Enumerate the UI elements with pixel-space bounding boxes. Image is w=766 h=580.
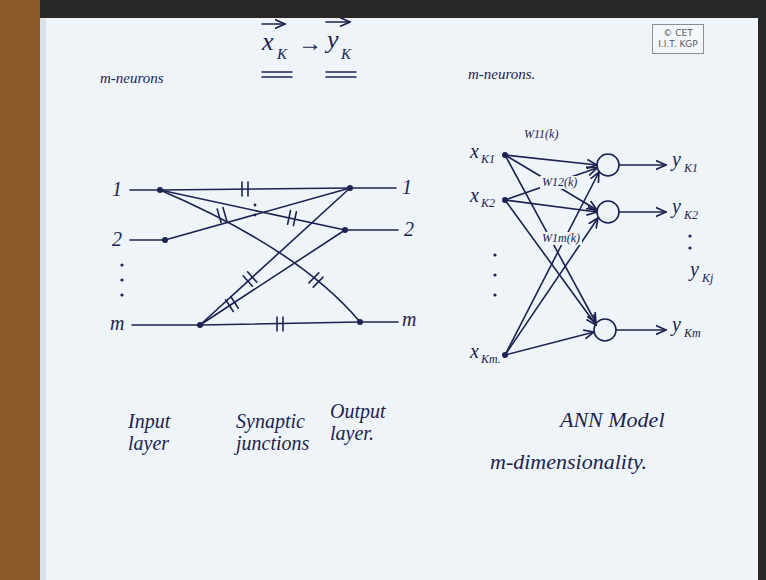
subscript: K2 bbox=[481, 197, 495, 210]
copyright-box: © CETI.I.T. KGP bbox=[652, 24, 704, 54]
neuron-circle bbox=[597, 201, 619, 223]
copyright-text: © CET bbox=[653, 28, 703, 39]
layer-note: m-neurons bbox=[100, 70, 164, 87]
right-frame bbox=[758, 0, 766, 580]
subscript: Kj bbox=[702, 272, 713, 285]
input-number: 2 bbox=[112, 228, 122, 250]
weight-label: W1m(k) bbox=[540, 232, 582, 245]
output-symbol: y bbox=[672, 313, 681, 335]
double-underline bbox=[262, 72, 292, 77]
subscript: K1 bbox=[684, 162, 698, 175]
vector-arrow bbox=[262, 23, 285, 25]
input-symbol: x bbox=[470, 184, 479, 206]
arrow-sign: → bbox=[298, 30, 322, 56]
input-number: m bbox=[110, 312, 124, 334]
synapse-line bbox=[160, 190, 345, 230]
subscript: K1 bbox=[481, 153, 495, 166]
synapse-line bbox=[160, 188, 350, 190]
synapse-line bbox=[200, 188, 350, 325]
synapse-line bbox=[200, 230, 345, 325]
output-number: 2 bbox=[404, 218, 414, 240]
input-number: 1 bbox=[112, 178, 122, 200]
layer-label: Output layer. bbox=[330, 400, 404, 444]
output-lead bbox=[345, 188, 398, 322]
synapse-line bbox=[160, 190, 360, 322]
double-underline bbox=[326, 72, 356, 77]
weight-label: W12(k) bbox=[540, 176, 579, 189]
top-frame bbox=[0, 0, 766, 18]
node-dot bbox=[157, 152, 508, 358]
weight-line bbox=[505, 155, 599, 355]
vector-symbol: y bbox=[327, 26, 339, 55]
model-note: m-dimensionality. bbox=[490, 450, 647, 474]
neuron-circle bbox=[594, 319, 616, 341]
output-arrow bbox=[616, 165, 666, 330]
model-title: ANN Model bbox=[560, 408, 665, 432]
subscript: K2 bbox=[684, 209, 698, 222]
neuron-circle bbox=[597, 154, 619, 176]
output-symbol: y bbox=[672, 148, 681, 170]
subscript: K bbox=[277, 46, 287, 63]
ellipsis-dots bbox=[120, 204, 691, 297]
junction-mark bbox=[217, 182, 323, 331]
layer-label: Synaptic junctions bbox=[236, 410, 340, 454]
copyright-text: I.I.T. KGP bbox=[653, 39, 703, 50]
output-symbol: y bbox=[672, 195, 681, 217]
output-symbol: y bbox=[690, 258, 699, 280]
synapse-line bbox=[200, 322, 360, 325]
layer-label: Input layer bbox=[128, 410, 190, 454]
vector-arrow bbox=[326, 21, 350, 23]
subscript: Km bbox=[684, 327, 701, 340]
subscript: K bbox=[341, 46, 351, 63]
vector-symbol: x bbox=[262, 28, 274, 57]
layer-note: m-neurons. bbox=[468, 66, 535, 83]
weight-label: W11(k) bbox=[522, 128, 560, 141]
wood-edge bbox=[0, 0, 40, 580]
subscript: Km. bbox=[481, 353, 501, 366]
input-symbol: x bbox=[470, 140, 479, 162]
input-symbol: x bbox=[470, 340, 479, 362]
paper-edge bbox=[40, 18, 46, 580]
output-number: 1 bbox=[402, 176, 412, 198]
output-number: m bbox=[402, 308, 416, 330]
input-lead bbox=[130, 190, 200, 325]
